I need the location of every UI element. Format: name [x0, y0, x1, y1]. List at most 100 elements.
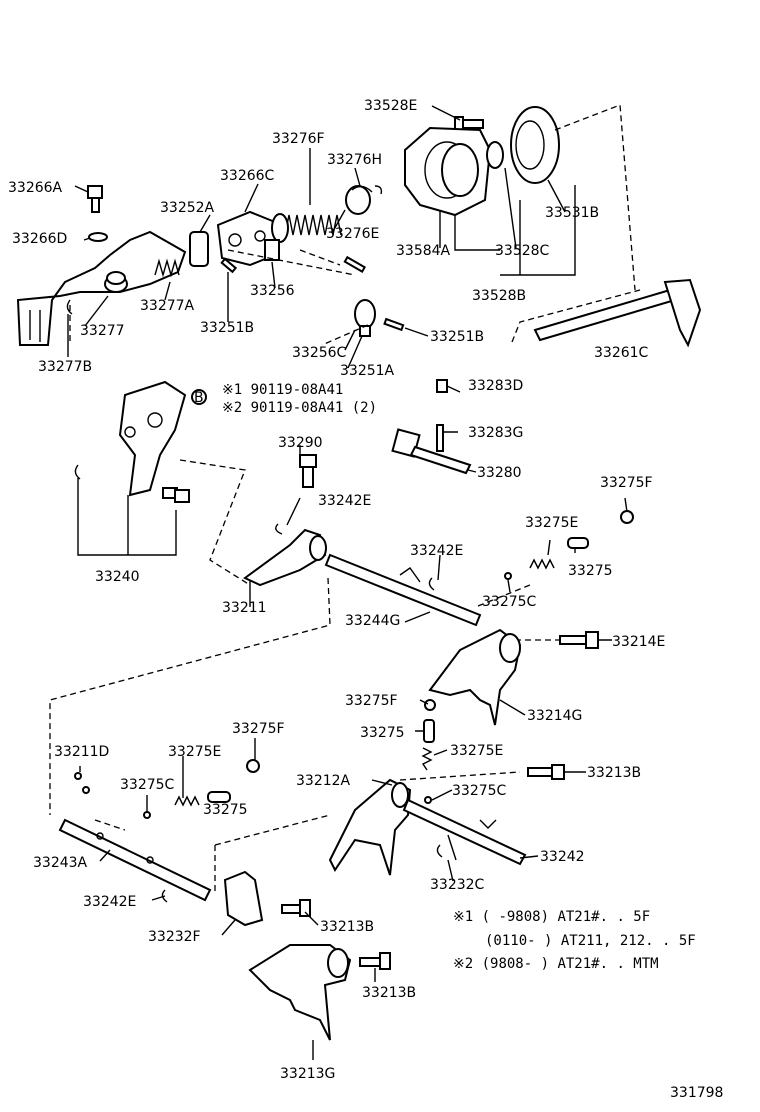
ball-33211D-2	[82, 786, 90, 794]
extension-housing	[16, 230, 187, 346]
part-labels: 33266A 33266D 33277B 33277 33277A 33252A…	[8, 98, 665, 1082]
label-33275F-1: 33275F	[600, 475, 653, 491]
rod-33261C	[533, 278, 702, 348]
label-33275C-3: 33275C	[120, 777, 175, 793]
label-33240: 33240	[95, 569, 140, 585]
clip-33242E-3	[161, 889, 168, 903]
lever-33256	[264, 239, 280, 261]
washer-33266D	[88, 232, 108, 242]
fork-33212A	[328, 778, 412, 876]
label-33276F: 33276F	[272, 131, 325, 147]
label-33213B-2: 33213B	[320, 919, 374, 935]
lever-33251A	[354, 299, 376, 337]
label-33290: 33290	[278, 435, 323, 451]
bracket-33240	[74, 464, 177, 556]
bolt-33290	[299, 454, 317, 488]
clip-33232C	[436, 834, 457, 861]
label-33243A: 33243A	[33, 855, 88, 871]
label-33242: 33242	[540, 849, 585, 865]
label-33266C: 33266C	[220, 168, 275, 184]
label-33211D: 33211D	[54, 744, 109, 760]
fork-33214G	[428, 628, 522, 726]
label-33275-3: 33275	[203, 802, 248, 818]
label-33275F-2: 33275F	[345, 693, 398, 709]
ball-33275C-1	[504, 572, 512, 580]
label-33213G: 33213G	[280, 1066, 335, 1082]
guide-lines-top-right	[554, 104, 636, 291]
guide-lines-right	[477, 584, 560, 641]
label-33277B: 33277B	[38, 359, 92, 375]
label-33261C: 33261C	[594, 345, 649, 361]
guide-lines-lower	[94, 814, 331, 895]
plug-33275F-3	[246, 759, 260, 773]
pin-33251B	[220, 257, 238, 274]
label-33212A: 33212A	[296, 773, 351, 789]
screw-33240	[162, 487, 190, 503]
label-33275-1: 33275	[568, 563, 613, 579]
clip-33242E-1	[275, 523, 283, 535]
bolt-33213B-1	[527, 764, 565, 780]
plug-33275-3	[207, 791, 231, 803]
bracket-33232F	[223, 870, 264, 927]
label-33277A: 33277A	[140, 298, 195, 314]
shaft-33280	[391, 428, 472, 475]
footnote-2: (0110- ) AT211, 212. . 5F	[485, 933, 696, 949]
label-33251B-1: 33251B	[200, 320, 254, 336]
label-33528E: 33528E	[364, 98, 417, 114]
bolt-33214E	[559, 631, 599, 649]
ball-33275C-3	[143, 811, 151, 819]
spring-33275E-1	[529, 558, 555, 570]
clip-33242E-2	[428, 577, 435, 591]
plug-33275F-1	[620, 510, 634, 524]
pin-33251B-2	[383, 317, 405, 332]
label-33242E-3: 33242E	[83, 894, 136, 910]
label-33275C-2: 33275C	[452, 783, 507, 799]
label-33256: 33256	[250, 283, 295, 299]
ball-33211D-1	[74, 772, 82, 780]
retainer-33584A	[404, 126, 492, 217]
spring-33275E-3	[174, 795, 200, 807]
footnote-1: ※1 ( -9808) AT21#. . 5F	[453, 909, 650, 925]
clip-33276H	[374, 185, 383, 195]
label-33528B: 33528B	[472, 288, 526, 304]
shaft-33242	[402, 798, 527, 866]
label-33584A: 33584A	[396, 243, 451, 259]
label-33214G: 33214G	[527, 708, 582, 724]
spring-33275E-2	[421, 747, 433, 771]
label-33275F-3: 33275F	[232, 721, 285, 737]
footnote-3: ※2 (9808- ) AT21#. . MTM	[453, 956, 659, 972]
guide-line-center	[399, 771, 521, 781]
lever-33240	[118, 380, 187, 497]
bolt-note-1: ※1 90119-08A41	[222, 382, 343, 398]
label-33256C: 33256C	[292, 345, 347, 361]
label-33276E: 33276E	[326, 226, 379, 242]
guide-lines-top-left	[69, 249, 369, 346]
label-33280: 33280	[477, 465, 522, 481]
guide-lines-33240	[179, 459, 251, 586]
label-33214E: 33214E	[612, 634, 665, 650]
leader-lines	[67, 105, 628, 1060]
bearing-33531B	[510, 106, 560, 184]
bolt-marker-letter: B	[194, 390, 204, 406]
bolt-marker-b	[191, 389, 207, 405]
bearing-33528C	[486, 141, 504, 169]
label-33275E-2: 33275E	[450, 743, 503, 759]
fork-33211	[243, 528, 327, 587]
footnotes: ※1 ( -9808) AT21#. . 5F (0110- ) AT211, …	[453, 909, 696, 972]
label-33283G: 33283G	[468, 425, 523, 441]
guide-line-33261C	[511, 289, 641, 343]
bolt-notes: B ※1 90119-08A41 ※2 90119-08A41 (2)	[194, 382, 377, 416]
bolt-33213B-2	[281, 899, 311, 917]
fork-33213G	[248, 944, 352, 1041]
label-33277: 33277	[80, 323, 125, 339]
label-33213B-3: 33213B	[362, 985, 416, 1001]
label-33528C: 33528C	[495, 243, 550, 259]
label-33283D: 33283D	[468, 378, 523, 394]
label-33276H: 33276H	[327, 152, 382, 168]
label-33242E-1: 33242E	[318, 493, 371, 509]
label-33531B: 33531B	[545, 205, 599, 221]
label-33266D: 33266D	[12, 231, 67, 247]
plug-33275-2	[423, 719, 435, 743]
